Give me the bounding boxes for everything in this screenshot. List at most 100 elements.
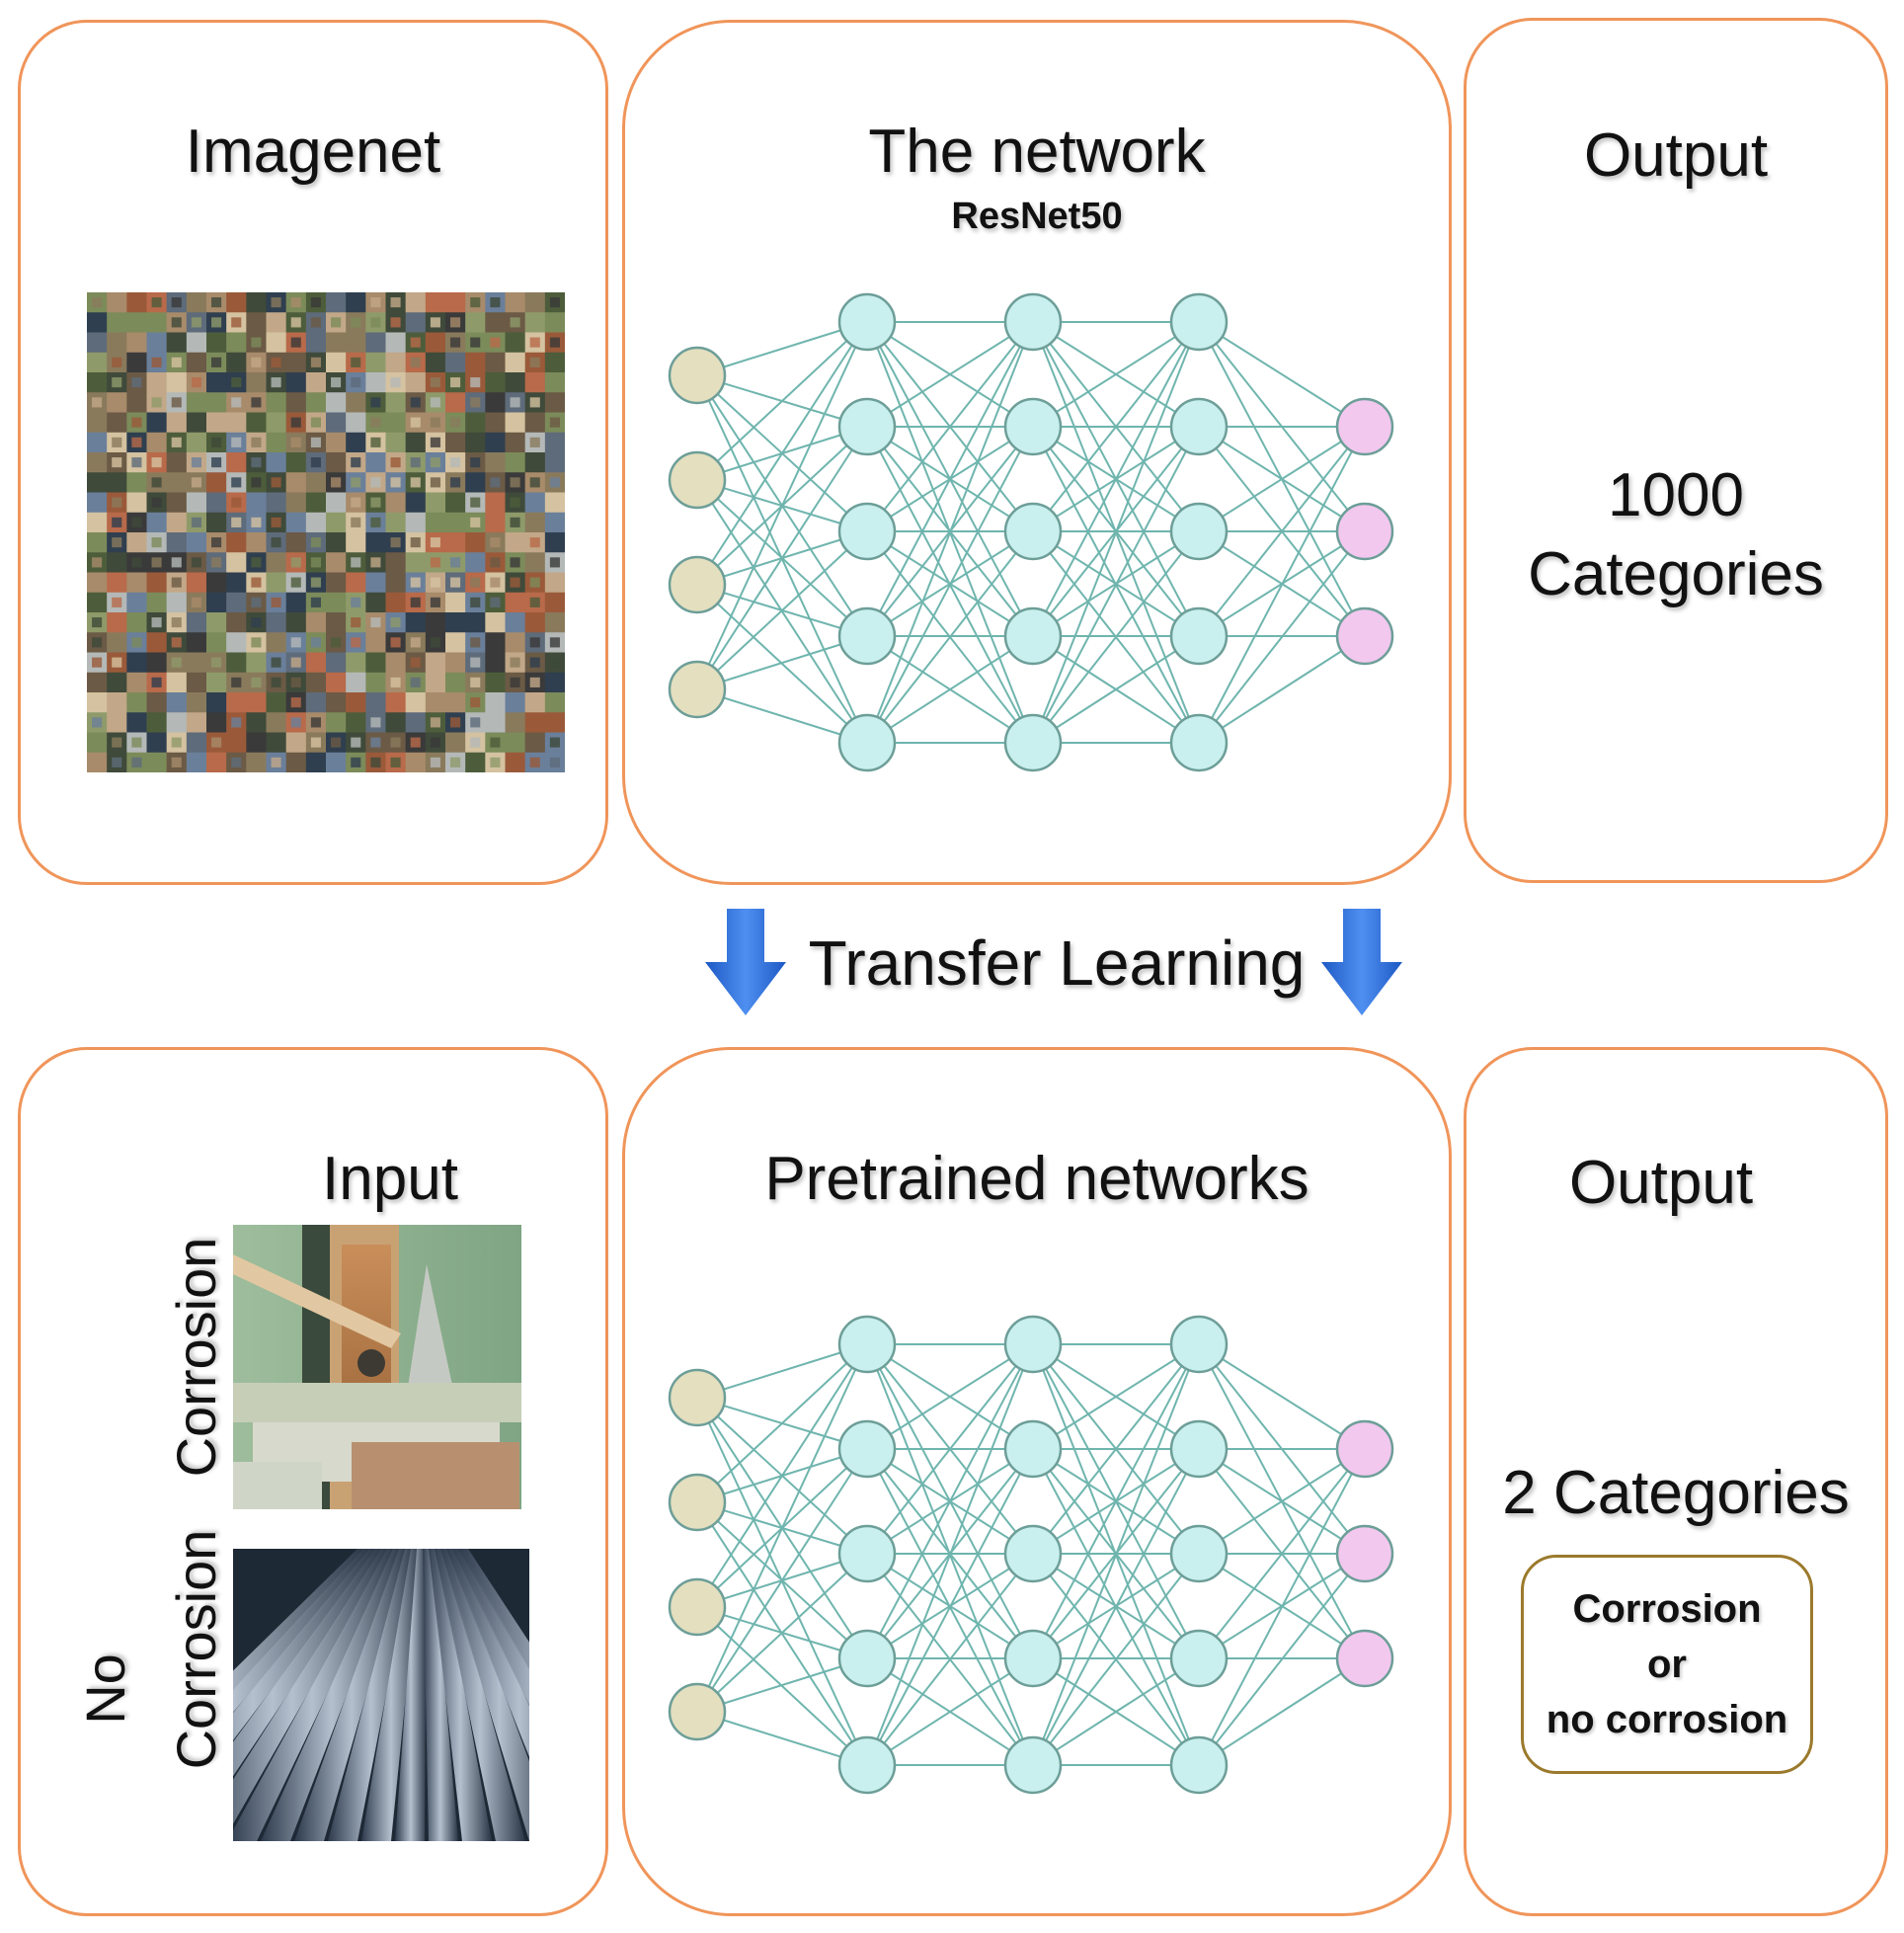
connection: [1032, 321, 1200, 428]
input-node: [668, 450, 727, 510]
connection: [696, 1343, 868, 1608]
output-node: [1335, 606, 1394, 666]
connection: [1198, 1448, 1366, 1555]
class-or: or: [1647, 1643, 1687, 1686]
connection: [866, 1553, 1034, 1766]
connection: [696, 530, 868, 690]
connection: [866, 426, 1034, 744]
network-diagram: [668, 292, 1394, 772]
connection: [1032, 321, 1200, 637]
input-node: [668, 346, 727, 405]
connection: [866, 1343, 1034, 1766]
connection: [866, 1343, 1034, 1555]
output-node: [1335, 1629, 1394, 1688]
class-no-corrosion: no corrosion: [1546, 1698, 1788, 1741]
hidden-node: [837, 1735, 897, 1795]
hidden-node: [1169, 1735, 1229, 1795]
connection: [1032, 1343, 1200, 1555]
connection: [696, 688, 868, 744]
down-arrow-icon: [1321, 909, 1402, 1015]
network-subtitle: ResNet50: [951, 196, 1123, 237]
hidden-node: [1169, 713, 1229, 772]
connection: [866, 1657, 1034, 1766]
output-panel: [1464, 18, 1888, 883]
pretrained-network-diagram: [668, 1315, 1394, 1795]
hidden-node: [837, 502, 897, 561]
hidden-node: [1003, 1629, 1063, 1688]
connection: [1032, 1343, 1200, 1659]
no-corrosion-label: Corrosion: [165, 1529, 227, 1770]
hidden-node: [837, 1524, 897, 1583]
input-node: [668, 1577, 727, 1637]
connection: [696, 1711, 868, 1766]
corrosion-label: Corrosion: [165, 1237, 227, 1478]
connection: [696, 321, 868, 586]
hidden-node: [837, 713, 897, 772]
connection: [1032, 426, 1200, 744]
hidden-node: [837, 397, 897, 456]
network-title: The network: [868, 118, 1206, 186]
connection: [696, 635, 868, 690]
output-count: 1000: [1608, 461, 1744, 529]
hidden-node: [837, 1315, 897, 1374]
output-node: [1335, 1524, 1394, 1583]
hidden-node: [837, 1629, 897, 1688]
connection: [1032, 321, 1200, 744]
connection: [1198, 530, 1366, 744]
input-node: [668, 660, 727, 719]
connection: [1032, 1448, 1200, 1766]
input-node: [668, 1473, 727, 1532]
hidden-node: [1169, 292, 1229, 352]
hidden-node: [837, 292, 897, 352]
output-node: [1335, 397, 1394, 456]
hidden-node: [1003, 1524, 1063, 1583]
no-corrosion-photo: [233, 1549, 529, 1841]
connection: [866, 1448, 1034, 1766]
connection: [1032, 321, 1200, 532]
connection: [696, 1343, 868, 1503]
connection: [1198, 426, 1366, 532]
hidden-node: [1003, 1315, 1063, 1374]
connection: [1198, 321, 1366, 428]
connection: [696, 426, 868, 690]
no-label: No: [74, 1653, 136, 1725]
connection: [1032, 1553, 1200, 1766]
down-arrow-icon: [705, 909, 786, 1015]
connection: [1032, 635, 1200, 744]
connection: [696, 1448, 868, 1713]
corrosion-class-box: Corrosion or no corrosion: [1521, 1555, 1813, 1774]
connection: [696, 321, 868, 376]
input-node: [668, 1682, 727, 1741]
corrosion-photo: [233, 1225, 521, 1509]
connection: [866, 1343, 1034, 1450]
output-categories: Categories: [1528, 540, 1824, 608]
hidden-node: [1003, 292, 1063, 352]
hidden-node: [1003, 606, 1063, 666]
input-node: [668, 1368, 727, 1427]
connection: [696, 321, 868, 690]
hidden-node: [1169, 1629, 1229, 1688]
connection: [1032, 1343, 1200, 1766]
connection: [1198, 1657, 1366, 1766]
connection: [1198, 426, 1366, 637]
connection: [866, 321, 1034, 637]
transfer-learning-label: Transfer Learning: [808, 927, 1306, 999]
connection: [1032, 1343, 1200, 1450]
connection: [1198, 635, 1366, 744]
output-node: [1335, 502, 1394, 561]
imagenet-mosaic-image: [87, 292, 565, 772]
hidden-node: [1169, 1524, 1229, 1583]
connection: [866, 321, 1034, 428]
hidden-node: [1003, 713, 1063, 772]
pretrained-title: Pretrained networks: [764, 1145, 1309, 1213]
connection: [866, 321, 1034, 744]
output-title-bottom: Output: [1568, 1149, 1754, 1217]
output-title: Output: [1583, 121, 1769, 190]
class-corrosion: Corrosion: [1572, 1587, 1762, 1631]
hidden-node: [1169, 502, 1229, 561]
input-title: Input: [322, 1145, 458, 1213]
input-node: [668, 555, 727, 614]
connection: [696, 1553, 868, 1713]
hidden-node: [1003, 1735, 1063, 1795]
hidden-node: [1169, 397, 1229, 456]
